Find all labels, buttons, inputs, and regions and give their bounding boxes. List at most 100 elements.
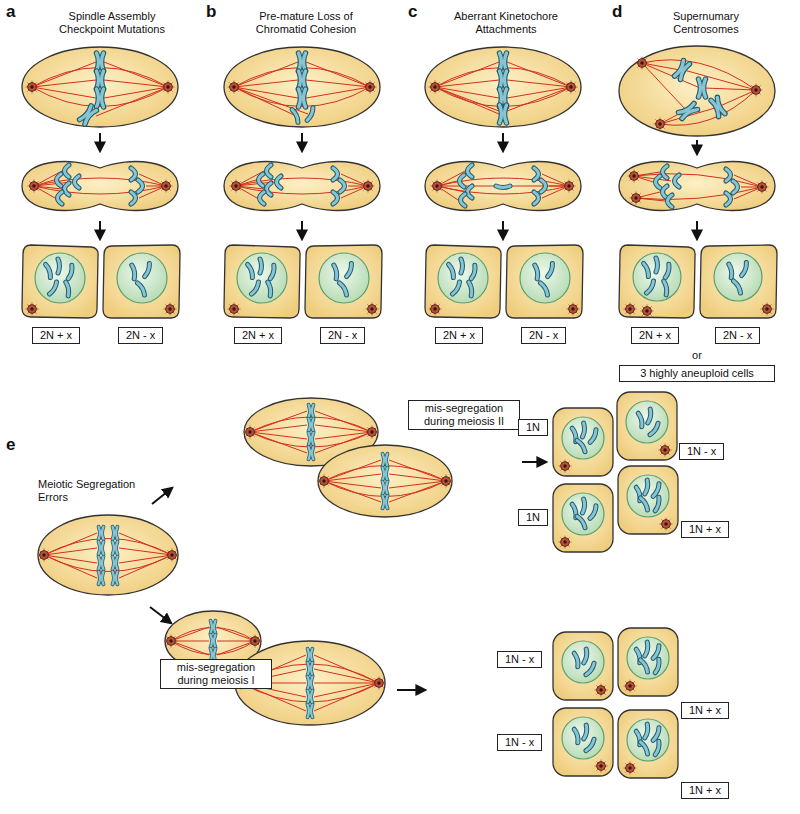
box-text: 2N + x: [639, 329, 671, 342]
panel-letter: c: [408, 3, 417, 22]
panel-c-cells-part: [534, 192, 539, 204]
meiosis-cells-part: [308, 691, 313, 704]
gamete-cells-part: [574, 725, 595, 751]
box-text: 1N: [526, 421, 540, 434]
meiosis-cells-part: [152, 488, 172, 504]
gamete-cells-part: [618, 710, 678, 778]
meiosis-cells-part: [308, 705, 313, 718]
panel-d-cells-part: [668, 195, 673, 207]
panel-letter: b: [206, 3, 216, 22]
meiosis-cells-part: [309, 447, 314, 460]
box-text: 1N - x: [687, 445, 716, 458]
panel-c-cells: [425, 47, 583, 318]
panel-d-cells-part: [619, 162, 775, 211]
panel-d-cells-part: [630, 192, 643, 205]
meiosis-cells-part: [99, 572, 104, 585]
gamete-cells-part: [574, 649, 595, 675]
gamete-cells-part: [572, 423, 597, 452]
panel-d-cells-part: [634, 172, 762, 201]
meiosis-cells-part: [113, 542, 118, 555]
gamete-cells-part: [660, 518, 673, 531]
label-box: 2N - x: [320, 327, 365, 344]
box-text: 1N: [526, 511, 540, 524]
box-text: 2N + x: [443, 329, 475, 342]
meiosis-cells-part: [383, 454, 388, 467]
panel-b-cells-part: [228, 81, 241, 94]
panel-c-cells-part: [500, 71, 507, 89]
panel-a-cells-part: [97, 89, 104, 107]
panel-b-cells-part: [299, 71, 306, 89]
label-box: 2N + x: [631, 327, 679, 344]
meiosis-cells-part: [38, 549, 51, 562]
panel-c-cells-part: [496, 186, 510, 188]
panel-c-cells-part: [425, 47, 581, 127]
box-text: 2N + x: [242, 329, 274, 342]
meiosis-cells-part: [366, 426, 379, 439]
label-box: 1N + x: [681, 702, 729, 719]
meiosis-cells-part: [244, 426, 257, 439]
panel-a-cells-part: [32, 62, 168, 116]
label-box: 2N + x: [32, 327, 80, 344]
meiosis-cells-part: [324, 460, 446, 502]
panel-d-cells-part: [656, 258, 658, 272]
label-box: 1N + x: [681, 782, 729, 799]
box-text: 2N - x: [126, 329, 155, 342]
panel-a-cells-part: [22, 245, 180, 318]
label-box: 2N + x: [234, 327, 282, 344]
panel-d-cells-part: [619, 245, 695, 318]
box-text: mis-segregation during meiosis I: [168, 661, 264, 687]
panel-letter: e: [6, 436, 15, 455]
panel-d-cells-part: [711, 97, 725, 116]
meiosis-cells-part: [309, 405, 314, 418]
panel-d-cells-part: [619, 46, 775, 136]
meiosis-cells-part: [113, 572, 118, 585]
box-text: 2N - x: [328, 329, 357, 342]
panel-d-cells-part: [628, 170, 641, 183]
panel-b-cells-part: [299, 89, 306, 107]
gamete-cells-part: [595, 760, 608, 773]
gamete-cells-part: [636, 480, 660, 511]
meiosis-cells-part: [383, 482, 388, 495]
label-box: 1N - x: [679, 443, 724, 460]
meiosis-cells-part: [99, 527, 104, 540]
panel-c-cells-part: [541, 180, 546, 192]
panel-d-cells-part: [700, 245, 777, 318]
meiosis-cells-part: [150, 607, 171, 623]
meiosis-cells-part: [308, 649, 313, 662]
panel-b-cells-part: [292, 109, 299, 122]
gamete-cells-part: [553, 632, 613, 700]
panel-d-cells-part: [674, 60, 689, 79]
meiosis-cells-part: [211, 621, 216, 634]
meiosis-cells-part: [44, 533, 172, 578]
gamete-cells-part: [553, 708, 613, 776]
gamete-cells: [553, 392, 678, 778]
panel-d-cells-part: [714, 253, 762, 301]
gamete-cells-part: [559, 460, 572, 473]
box-text: 1N + x: [689, 704, 721, 717]
panel-d-cells-part: [663, 186, 668, 198]
gamete-cells-part: [659, 444, 672, 457]
panel-c-cells-part: [500, 105, 507, 123]
meiosis-cells-part: [383, 496, 388, 509]
panel-d-cells-part: [654, 118, 667, 131]
panel-d-cells-part: [641, 305, 654, 318]
meiosis-cells-part: [309, 433, 314, 446]
panel-d-cells-part: [642, 60, 756, 125]
meiosis-cells-part: [99, 542, 104, 555]
panel-letter: a: [6, 3, 15, 22]
label-box: 2N - x: [521, 327, 566, 344]
label-box: 1N - x: [497, 734, 542, 751]
label-box: 1N + x: [681, 521, 729, 538]
panel-d-cells-part: [726, 169, 731, 181]
panel-c-cells-part: [565, 81, 578, 94]
panel-title: Aberrant Kinetochore Attachments: [444, 10, 568, 36]
panel-d-cells-part: [624, 303, 637, 316]
gamete-cells-part: [559, 536, 572, 549]
panel-c-cells-part: [563, 180, 576, 193]
panel-a-cells-part: [97, 71, 104, 89]
panel-d-cells-part: [726, 193, 731, 205]
panel-title: Spindle Assembly Checkpoint Mutations: [45, 10, 179, 36]
meiosis-cells-part: [397, 689, 425, 691]
panel-d-cells-part: [647, 281, 655, 294]
gamete-cells-part: [572, 499, 597, 528]
